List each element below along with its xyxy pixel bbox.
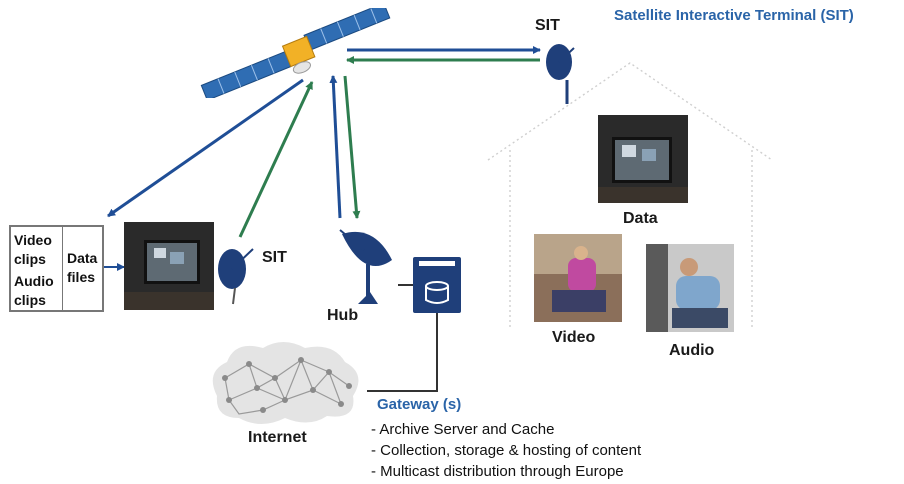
content-box: Video clips Audio clips Data files [9, 225, 104, 312]
hub-antenna-icon [339, 229, 392, 304]
server-icon [413, 257, 461, 313]
gateway-list: - Archive Server and Cache - Collection,… [371, 419, 641, 482]
gateway-item: - Collection, storage & hosting of conte… [371, 442, 642, 459]
uplink-arrow-sit-left [238, 81, 314, 238]
computer-photo [124, 222, 214, 310]
audio-label: Audio [669, 342, 715, 359]
dish-icon [218, 248, 254, 305]
sit-left-label: SIT [262, 249, 287, 266]
data-photo [598, 115, 688, 203]
video-photo [534, 234, 622, 322]
house-outline-icon [487, 62, 773, 330]
dish-icon [546, 44, 575, 80]
uplink-arrow-hub [329, 75, 342, 219]
gateway-item: - Multicast distribution through Europe [371, 463, 624, 480]
internet-cloud-icon [212, 342, 359, 424]
gateway-link [367, 313, 438, 392]
gateway-title: Gateway (s) [377, 396, 462, 413]
audio-clips-label: Audio clips [14, 273, 54, 308]
video-clips-label: Video clips [14, 232, 52, 267]
internet-label: Internet [248, 429, 307, 446]
satellite-icon [200, 8, 391, 98]
downlink-arrow-content [107, 78, 304, 218]
downlink-arrow-hub [343, 75, 361, 219]
diagram-title: Satellite Interactive Terminal (SIT) [614, 7, 854, 24]
data-files-label: Data files [67, 250, 98, 285]
gateway-item: - Archive Server and Cache [371, 421, 555, 438]
video-label: Video [552, 329, 596, 346]
hub-label: Hub [327, 307, 359, 324]
audio-photo [646, 244, 734, 332]
data-label: Data [623, 210, 658, 227]
sit-top-label: SIT [535, 17, 560, 34]
